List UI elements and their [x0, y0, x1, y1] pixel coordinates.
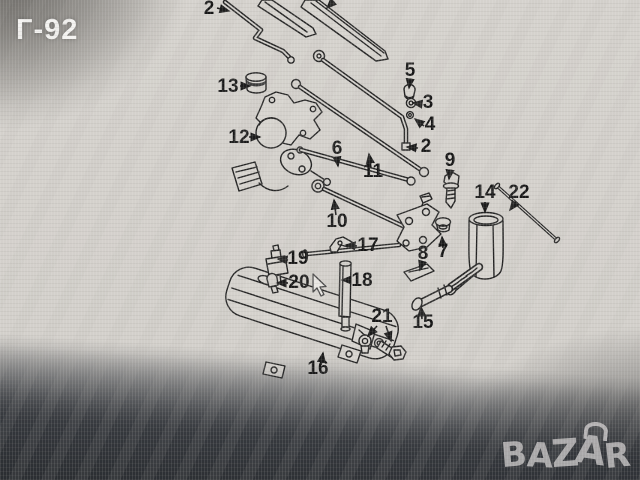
callout-12: 12	[228, 127, 249, 148]
callout-11: 11	[363, 161, 384, 182]
part-mount-pad	[403, 263, 435, 282]
callout-3: 3	[423, 92, 434, 113]
callout-4: 4	[425, 114, 436, 135]
callout-22: 22	[508, 182, 529, 203]
callout-5: 5	[405, 60, 416, 81]
part-bolt	[442, 171, 460, 209]
part-motor-connector	[231, 161, 289, 192]
callout-6: 6	[332, 138, 343, 159]
watermark-letter: A	[525, 435, 554, 477]
callout-9: 9	[445, 150, 456, 171]
callout-17: 17	[357, 235, 378, 256]
callout-10: 10	[326, 211, 347, 232]
callout-2-arm: 2	[421, 136, 432, 157]
plate-code-label: Г-92	[16, 14, 79, 46]
part-wiper-motor	[255, 91, 332, 187]
callout-21: 21	[371, 306, 393, 327]
part-nut	[405, 110, 415, 120]
part-grommet-mount	[245, 72, 267, 94]
watermark-letter: R	[601, 434, 633, 478]
callout-15: 15	[412, 312, 434, 333]
callout-19: 19	[287, 248, 308, 269]
watermark-letter: B	[498, 433, 529, 477]
callout-7: 7	[438, 241, 449, 262]
part-wiper-arm-right	[312, 49, 411, 151]
bazar-watermark: B A Z A R	[498, 426, 633, 478]
callout-2-top: 2	[204, 0, 215, 19]
callout-16: 16	[307, 358, 328, 379]
callout-13: 13	[217, 76, 238, 97]
callout-14: 14	[474, 182, 496, 203]
callout-20: 20	[288, 272, 309, 293]
callout-8: 8	[418, 243, 429, 264]
part-grommet-small	[434, 217, 452, 233]
callout-18: 18	[351, 270, 372, 291]
